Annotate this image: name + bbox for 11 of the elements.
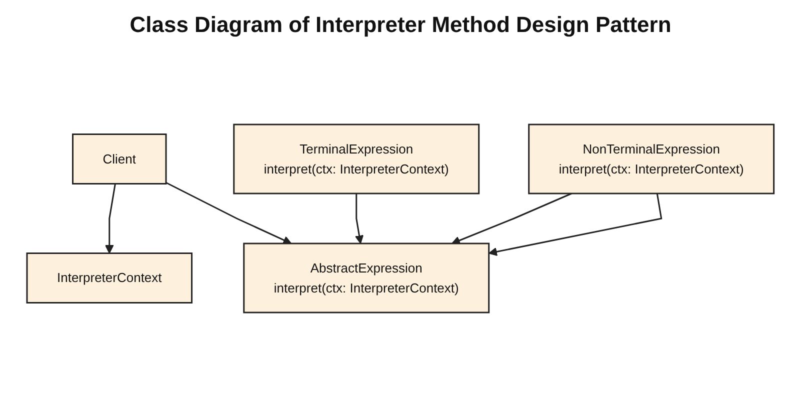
node-box: NonTerminalExpression interpret(ctx: InterpreterContext) (528, 124, 775, 194)
arrow (105, 184, 116, 254)
arrow (166, 182, 292, 244)
node-box: TerminalExpression interpret(ctx: InterpreterContext) (233, 124, 480, 194)
arrow (488, 193, 662, 256)
node-box: Client (72, 134, 167, 184)
diagram-title: Class Diagram of Interpreter Method Design Pattern (130, 12, 672, 38)
arrow (452, 192, 572, 245)
node-box: AbstractExpression interpret(ctx: InterpreterContext) (243, 242, 490, 314)
arrow (355, 194, 364, 244)
node-box: InterpreterContext (26, 252, 193, 304)
